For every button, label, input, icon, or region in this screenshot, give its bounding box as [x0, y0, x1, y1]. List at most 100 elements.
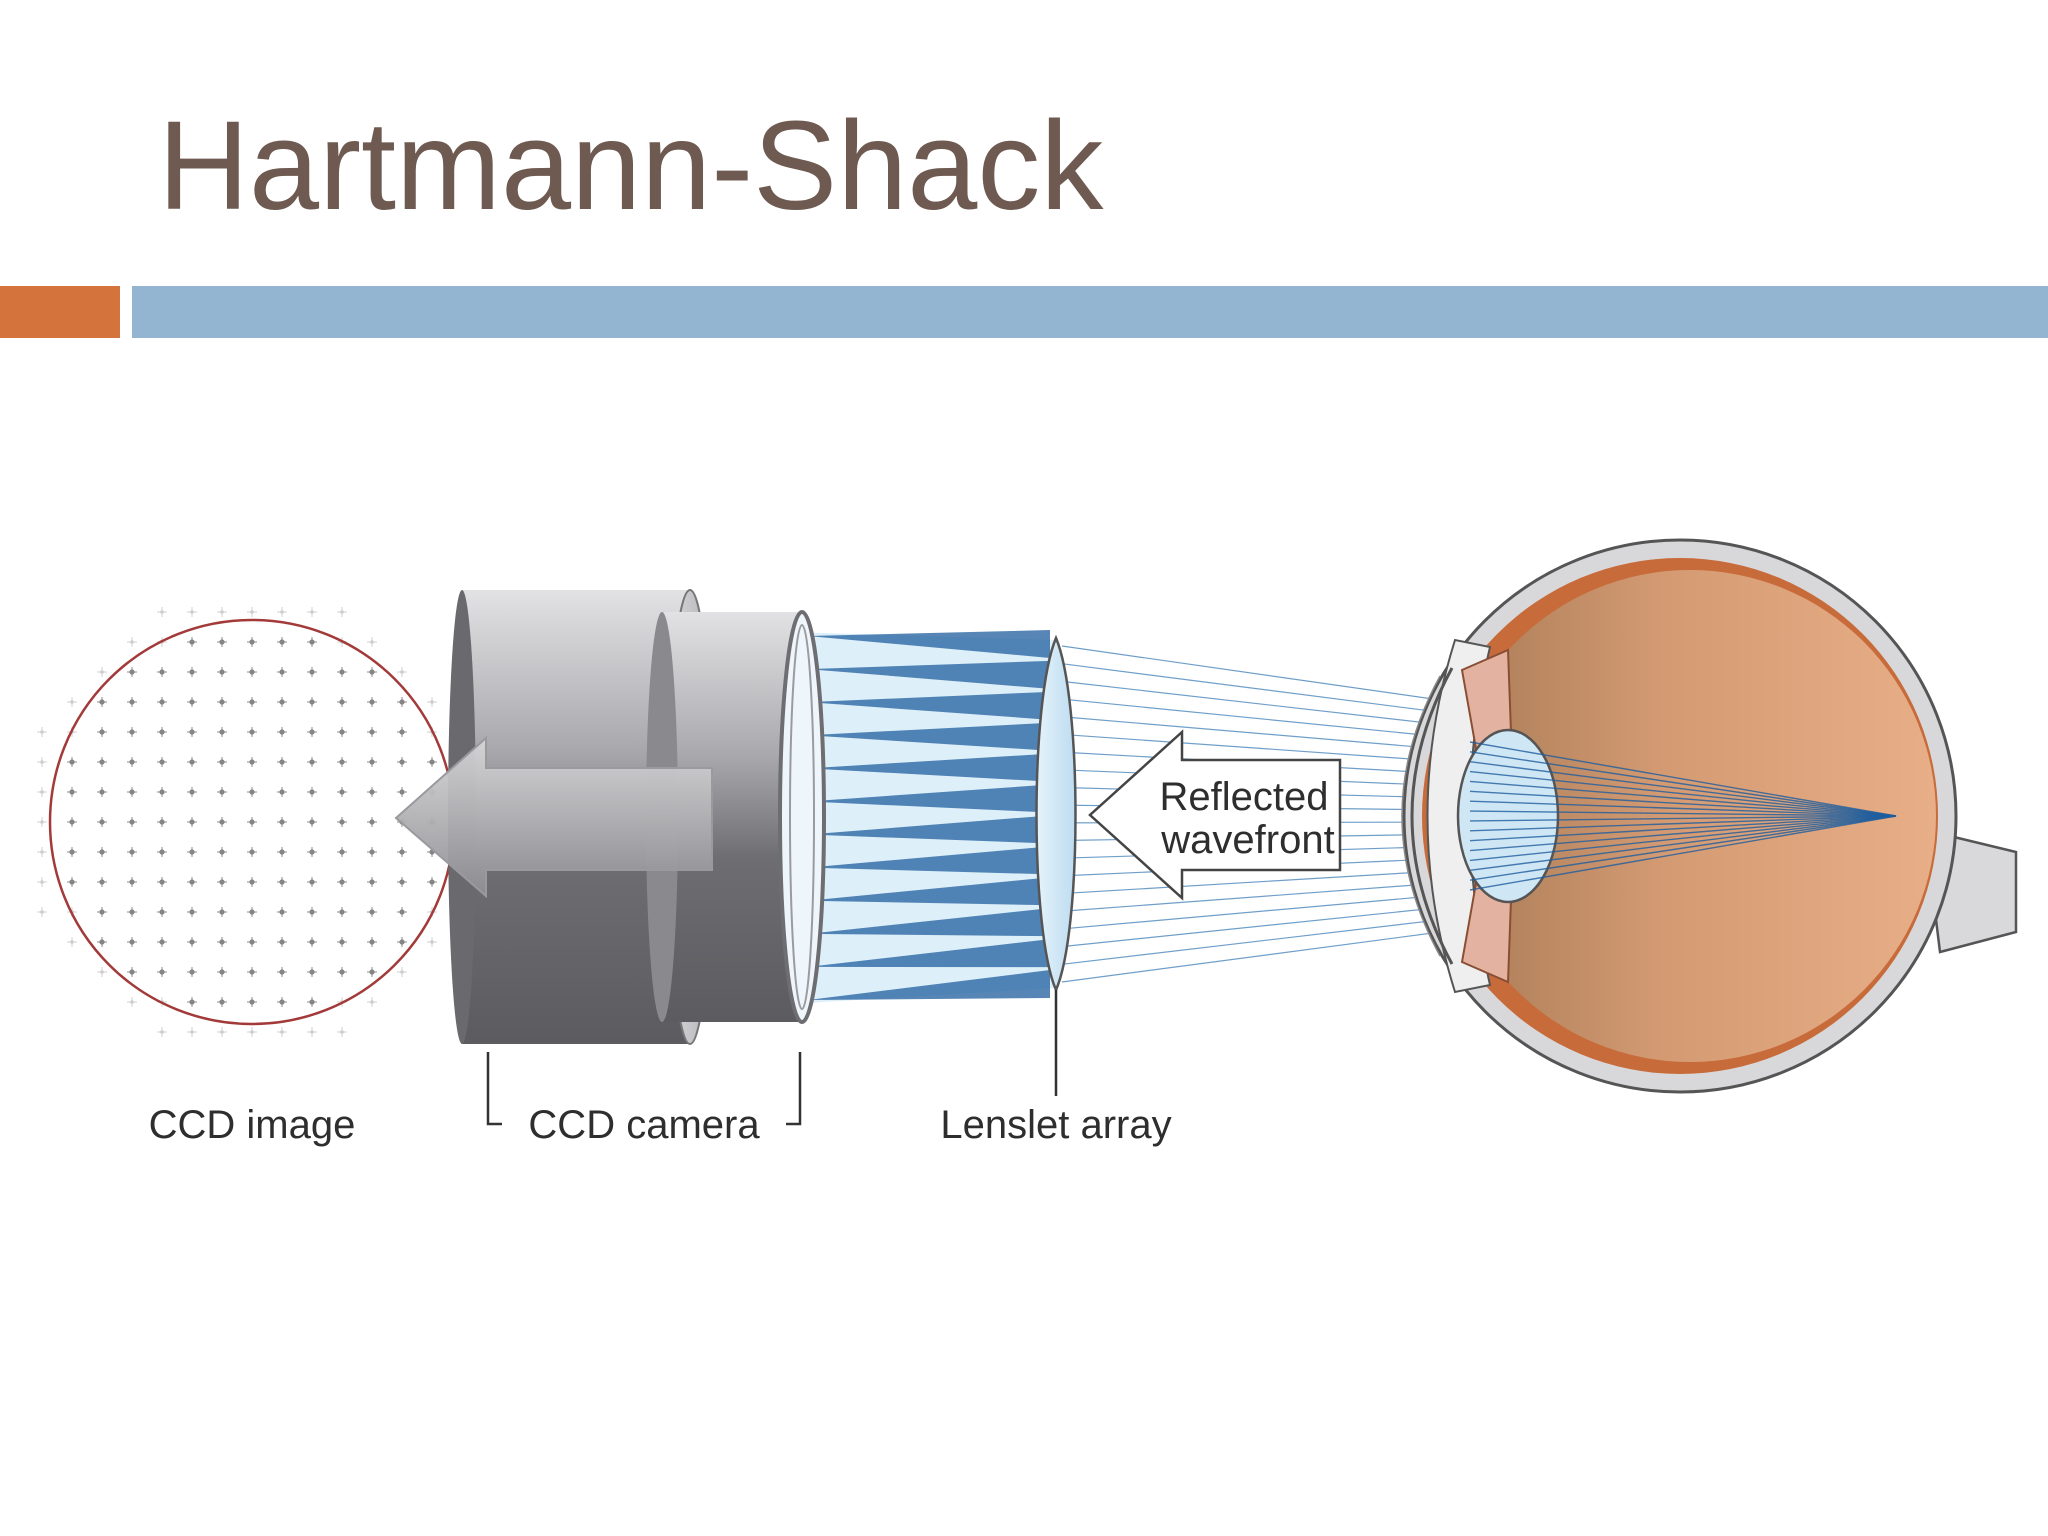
- ccd-spot: [307, 607, 317, 617]
- ccd-spot: [157, 967, 167, 977]
- ccd-spot: [217, 817, 227, 827]
- ccd-spot: [307, 787, 317, 797]
- ccd-spot: [127, 847, 137, 857]
- wavefront-ray: [1061, 733, 1441, 762]
- ccd-spot: [397, 757, 407, 767]
- ccd-spot: [217, 697, 227, 707]
- ccd-spot: [187, 757, 197, 767]
- ccd-spot: [127, 757, 137, 767]
- ccd-spot: [67, 697, 77, 707]
- retina-ray: [1469, 815, 1897, 832]
- ccd-spot: [157, 727, 167, 737]
- ccd-spot: [187, 847, 197, 857]
- ccd-spot: [337, 757, 347, 767]
- accent-bar-blue: [132, 286, 2048, 338]
- ccd-spot: [337, 817, 347, 827]
- ccd-spot: [427, 877, 437, 887]
- ccd-spot: [277, 637, 287, 647]
- ccd-spot: [397, 847, 407, 857]
- ccd-spot: [187, 907, 197, 917]
- ccd-spot: [277, 667, 287, 677]
- ccd-spot: [37, 787, 47, 797]
- ccd-spot: [97, 727, 107, 737]
- ccd-spot: [157, 1027, 167, 1037]
- accent-bar-orange: [0, 286, 120, 338]
- ccd-spot: [247, 997, 257, 1007]
- ccd-spot: [187, 727, 197, 737]
- ccd-spot: [397, 877, 407, 887]
- output-arrow: [394, 735, 713, 899]
- ccd-spot: [277, 697, 287, 707]
- ccd-spot: [97, 757, 107, 767]
- retina-ray: [1469, 770, 1897, 817]
- ccd-spot: [157, 877, 167, 887]
- retina-ray: [1469, 800, 1897, 817]
- label-ccd-camera: CCD camera: [528, 1103, 760, 1147]
- beam-fan: [808, 846, 1050, 875]
- ccd-spot: [217, 937, 227, 947]
- ccd-spot: [247, 1027, 257, 1037]
- beam-fan: [808, 877, 1050, 906]
- ccd-spot: [157, 907, 167, 917]
- spot-grid: [37, 607, 467, 1037]
- ccd-spot: [367, 667, 377, 677]
- retina-ray: [1469, 815, 1897, 852]
- ccd-spot: [127, 937, 137, 947]
- beam-fan: [808, 630, 1050, 658]
- ccd-spot: [277, 997, 287, 1007]
- ccd-spot: [307, 637, 317, 647]
- ccd-spot: [157, 667, 167, 677]
- ccd-spot: [97, 787, 107, 797]
- ccd-spot: [217, 667, 227, 677]
- ccd-spot: [367, 817, 377, 827]
- ccd-spot: [157, 607, 167, 617]
- label-lenslet-array: Lenslet array: [940, 1103, 1171, 1147]
- ccd-spot: [367, 907, 377, 917]
- ccd-spot: [157, 937, 167, 947]
- ccd-spot: [247, 727, 257, 737]
- lenslet-beams: [790, 630, 1056, 1004]
- ccd-spot: [337, 697, 347, 707]
- ccd-spot: [307, 847, 317, 857]
- ccd-spot: [277, 757, 287, 767]
- ccd-spot: [307, 997, 317, 1007]
- ccd-spot: [367, 937, 377, 947]
- ccd-spot: [217, 1027, 227, 1037]
- ccd-spot: [397, 937, 407, 947]
- ccd-image: [37, 607, 467, 1037]
- ccd-spot: [337, 907, 347, 917]
- ccd-spot: [427, 757, 437, 767]
- ccd-spot: [337, 1027, 347, 1037]
- ccd-spot: [337, 607, 347, 617]
- ccd-spot: [247, 757, 257, 767]
- beam-fan: [808, 784, 1050, 813]
- ccd-spot: [247, 667, 257, 677]
- ccd-spot: [217, 757, 227, 767]
- beam-fan: [808, 908, 1050, 937]
- ccd-spot: [307, 937, 317, 947]
- wavefront-ray: [1061, 931, 1441, 983]
- ccd-spot: [37, 727, 47, 737]
- ccd-spot: [187, 877, 197, 887]
- ccd-spot: [337, 667, 347, 677]
- retina-rays: [1469, 741, 1897, 891]
- wavefront-ray: [1061, 882, 1441, 912]
- ccd-spot: [367, 847, 377, 857]
- ccd-spot: [277, 817, 287, 827]
- ccd-spot: [157, 757, 167, 767]
- ccd-spot: [367, 727, 377, 737]
- beam-fan: [808, 970, 1050, 1000]
- ccd-spot: [157, 697, 167, 707]
- label-ccd-image: CCD image: [149, 1103, 356, 1147]
- ccd-spot: [427, 697, 437, 707]
- ccd-spot: [97, 697, 107, 707]
- retina-ray: [1469, 810, 1897, 817]
- retina-ray: [1469, 815, 1897, 842]
- ccd-spot: [157, 787, 167, 797]
- beam-fan: [808, 939, 1050, 968]
- ccd-spot: [307, 817, 317, 827]
- ccd-spot: [97, 937, 107, 947]
- ccd-spot: [187, 997, 197, 1007]
- lenslet-array: [1035, 634, 1077, 1096]
- ccd-spot: [67, 847, 77, 857]
